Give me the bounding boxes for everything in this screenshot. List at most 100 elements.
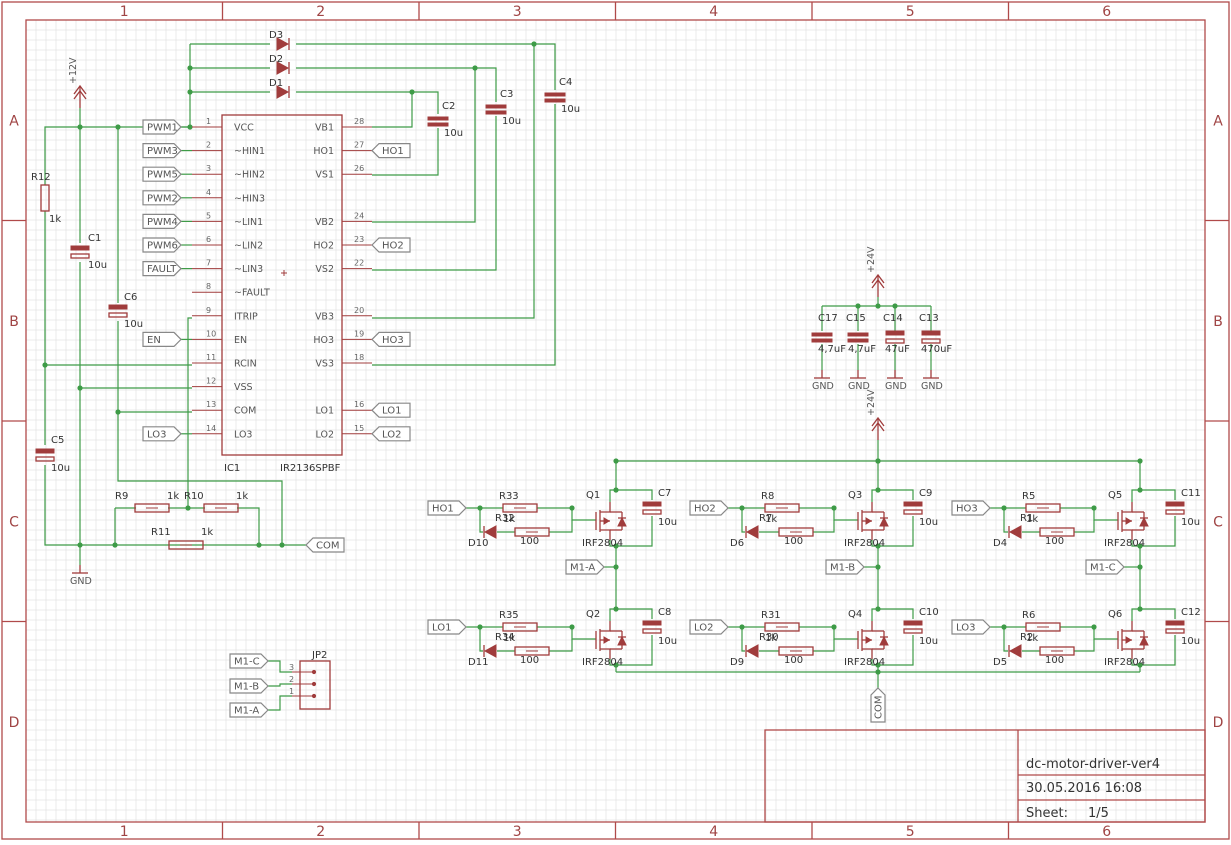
column-label-bottom: 3 xyxy=(513,824,522,840)
ground-symbol: GND xyxy=(921,370,943,392)
net-label-text: HO3 xyxy=(956,504,978,515)
cap-value: 10u xyxy=(1181,517,1200,528)
net-label-lo2: LO2 xyxy=(371,426,411,442)
ic-pin-number: 22 xyxy=(354,259,364,268)
net-label-jp2-m1-c: M1-C xyxy=(229,653,269,669)
diode-name: D10 xyxy=(468,538,488,549)
cap-plate xyxy=(903,509,923,515)
cap-plate xyxy=(642,628,662,634)
wire xyxy=(475,67,497,102)
mosfet-name: Q6 xyxy=(1108,609,1122,620)
wire xyxy=(549,520,573,533)
cap-name: C17 xyxy=(818,313,838,324)
net-label-ho2: HO2 xyxy=(371,237,411,253)
net-label-text: M1-A xyxy=(570,563,595,574)
net-label-com-bridge: COM xyxy=(870,687,886,723)
cap-name: C6 xyxy=(124,292,137,303)
resistor: R31 xyxy=(761,610,800,632)
cap-plate xyxy=(642,620,662,626)
connector-contact xyxy=(311,693,317,699)
resistor-body xyxy=(40,184,50,212)
ic-pin-name: ~HIN3 xyxy=(234,193,265,204)
wire xyxy=(1140,489,1176,500)
net-label-text: LO2 xyxy=(694,623,713,634)
row-label-left: C xyxy=(9,514,19,530)
ic-pin-name: VCC xyxy=(234,123,254,134)
resistor-name: R9 xyxy=(115,491,128,502)
net-label-shape xyxy=(427,500,467,516)
ic-part: IR2136SPBF xyxy=(280,463,341,474)
cap-value: 10u xyxy=(124,319,143,330)
column-label-top: 6 xyxy=(1102,4,1111,20)
cap-plate xyxy=(811,338,833,343)
title-block xyxy=(764,729,1206,823)
diode-name: D6 xyxy=(730,538,744,549)
mosfet-diode xyxy=(1139,635,1149,646)
diode-name: D2 xyxy=(269,54,283,65)
net-label-text: PWM5 xyxy=(147,170,178,181)
mosfet-name: Q5 xyxy=(1108,490,1122,501)
net-label-shape xyxy=(689,500,729,516)
wire xyxy=(616,608,653,619)
connector-pin-number: 3 xyxy=(289,663,294,672)
cap-value: 47uF xyxy=(885,344,910,355)
ic-pin-name: HO1 xyxy=(313,146,334,157)
ic-pin-name: VB1 xyxy=(315,123,334,134)
wire xyxy=(479,508,483,533)
resistor-name: R8 xyxy=(761,491,774,502)
ic-pin-name: VS1 xyxy=(315,170,334,181)
connector-name: JP2 xyxy=(311,650,327,661)
cap-plate xyxy=(427,116,449,121)
diode-name: D1 xyxy=(269,78,283,89)
junction-dot xyxy=(279,542,285,548)
net-label-shape xyxy=(142,119,182,135)
cap-plate xyxy=(903,628,923,634)
ic-pin-number: 24 xyxy=(354,211,364,220)
wire xyxy=(1074,639,1095,652)
ic-pin-number: 5 xyxy=(206,211,211,220)
net-label-text: EN xyxy=(147,335,161,346)
mosfet-diode xyxy=(879,516,889,527)
resistor-name: R32 xyxy=(495,513,515,524)
ic-pin-name: ~LIN1 xyxy=(234,217,263,228)
ic-pin-name: LO1 xyxy=(316,406,334,417)
resistor: R30 xyxy=(759,632,814,656)
net-label-ho3: HO3 xyxy=(951,500,991,516)
net-label-text: HO1 xyxy=(432,504,454,515)
net-label-shape xyxy=(371,237,411,253)
resistor-value: 1k xyxy=(201,527,213,538)
cap-name: C14 xyxy=(883,313,903,324)
cap-plate xyxy=(885,338,905,344)
net-label-text: LO2 xyxy=(382,429,401,440)
resistor-value: 100 xyxy=(1045,536,1064,547)
cap-plate xyxy=(1165,501,1185,507)
wire xyxy=(237,507,260,545)
wire xyxy=(878,608,914,619)
cap-plate xyxy=(485,110,507,115)
wire xyxy=(117,321,283,545)
wire xyxy=(1131,540,1140,547)
cap-value: 10u xyxy=(444,128,463,139)
ic-pin-number: 23 xyxy=(354,235,364,244)
cap-name: C10 xyxy=(919,607,939,618)
net-label-lo1: LO1 xyxy=(371,402,411,418)
net-label-shape xyxy=(1085,559,1125,575)
net-label-text: HO1 xyxy=(382,146,404,157)
mosfet-arrow xyxy=(865,517,872,525)
wire xyxy=(878,489,914,500)
net-label-shape xyxy=(229,653,269,669)
net-label-shape xyxy=(305,537,345,553)
net-label-shape xyxy=(371,331,411,347)
cap-plate xyxy=(811,332,833,337)
net-label-shape xyxy=(689,619,729,635)
sheet-value: 1/5 xyxy=(1088,806,1109,821)
ic-pin-number: 26 xyxy=(354,164,364,173)
ground-symbol: GND xyxy=(812,370,834,392)
